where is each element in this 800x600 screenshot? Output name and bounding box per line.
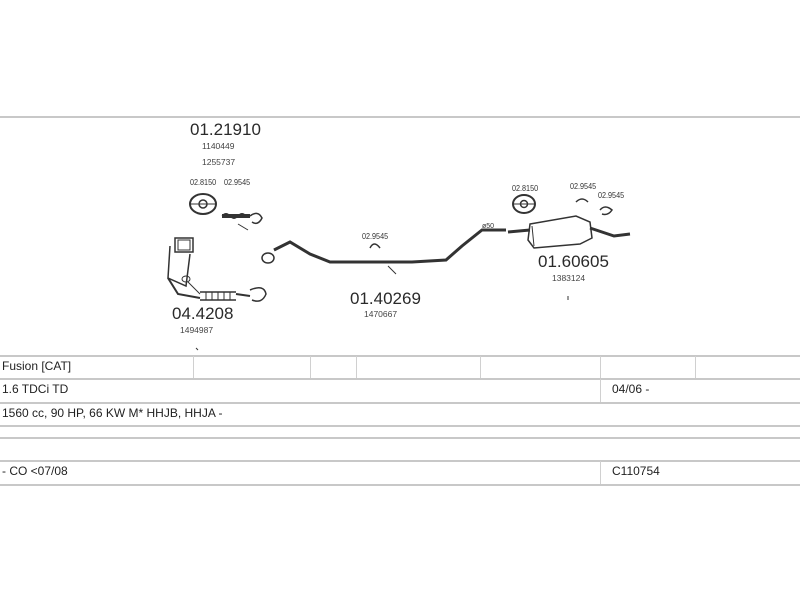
ref-cat-front-2: 1255737 — [202, 157, 236, 167]
part-number-cat-front: 01.21910 — [190, 120, 261, 139]
vehicle-date-range: 04/06 - — [612, 382, 650, 396]
table-rule-3 — [0, 402, 800, 404]
table-rule-2 — [0, 378, 800, 380]
vehicle-engine: 1.6 TDCi TD — [2, 382, 69, 396]
catalyst-icon — [167, 237, 267, 302]
col-divider-2 — [310, 356, 311, 378]
col-divider-1 — [193, 356, 194, 378]
table-rule-1 — [0, 355, 800, 357]
gasket-rear-icon — [512, 194, 536, 214]
gasket-front-number: 02.8150 — [190, 177, 217, 187]
hanger-mid-number: 02.9545 — [362, 231, 389, 241]
hanger-rear-icon — [575, 198, 613, 216]
top-rule — [0, 116, 800, 118]
ref-cat-front-1: 1140449 — [202, 141, 235, 151]
catalog-code: C110754 — [612, 464, 660, 478]
gasket-front-icon — [189, 193, 217, 215]
svg-text:ø50: ø50 — [482, 223, 494, 230]
ref-catalyst-1: 1494987 — [180, 325, 214, 335]
col-divider-5 — [600, 356, 601, 378]
part-number-catalyst: 04.4208 — [172, 304, 234, 323]
ref-middle-pipe-1: 1470667 — [364, 309, 398, 319]
table-rule-5 — [0, 437, 800, 439]
col-divider-7 — [600, 379, 601, 402]
exhaust-diagram: ø50 01.21910 1140449 1255737 02.8150 02.… — [0, 118, 800, 358]
gasket-rear-number: 02.8150 — [512, 183, 539, 193]
part-number-rear-silencer: 01.60605 — [538, 252, 609, 271]
vehicle-specs: 1560 cc, 90 HP, 66 KW M* HHJB, HHJA - — [2, 406, 223, 420]
ref-rear-silencer-1: 1383124 — [552, 273, 586, 283]
table-rule-7 — [0, 484, 800, 486]
col-divider-4 — [480, 356, 481, 378]
table-rule-4 — [0, 425, 800, 427]
exhaust-system-drawing: ø50 — [167, 193, 631, 351]
hanger-front-number: 02.9545 — [224, 177, 251, 187]
vehicle-model: Fusion [CAT] — [2, 359, 72, 373]
col-divider-6 — [695, 356, 696, 378]
middle-pipe-icon: ø50 — [261, 223, 506, 275]
vehicle-notes: - CO <07/08 — [2, 464, 68, 478]
col-divider-3 — [356, 356, 357, 378]
table-rule-6 — [0, 460, 800, 462]
rear-silencer-icon — [507, 215, 631, 300]
col-divider-8 — [600, 461, 601, 484]
part-number-middle-pipe: 01.40269 — [350, 289, 421, 308]
hanger-front-icon — [221, 212, 263, 231]
hanger-rear-1-number: 02.9545 — [570, 181, 597, 191]
hanger-rear-2-number: 02.9545 — [598, 190, 625, 200]
